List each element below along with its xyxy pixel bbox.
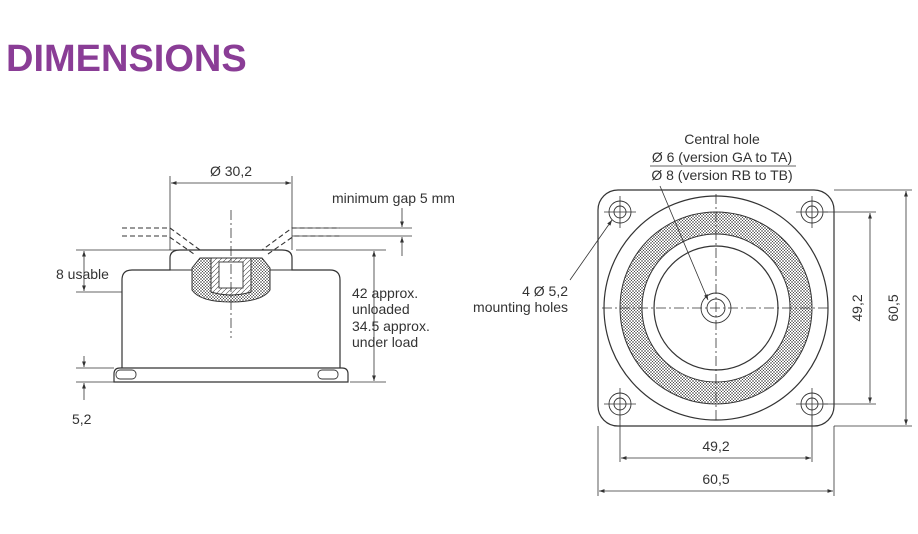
mounting-leader xyxy=(569,219,613,281)
base-foot-right xyxy=(317,369,339,380)
height-line-3: 34.5 approx. xyxy=(352,318,430,334)
page-title: DIMENSIONS xyxy=(6,38,247,80)
central-hole-leader xyxy=(659,185,709,301)
rubber-ring xyxy=(619,211,813,405)
mounting-hole-br xyxy=(796,388,828,420)
height-line-2: unloaded xyxy=(352,301,410,317)
inner-width-label: 49,2 xyxy=(702,438,729,454)
base-plate xyxy=(113,367,349,383)
mounting-line-2: mounting holes xyxy=(473,299,568,315)
flange-outline xyxy=(597,189,835,427)
mounting-hole-tr xyxy=(796,196,828,228)
inner-height-label: 49,2 xyxy=(849,294,865,321)
side-view: Ø 30,2 minimum gap 5 mm 8 usable 42 appr… xyxy=(56,163,455,427)
central-hole-line-1: Ø 6 (version GA to TA) xyxy=(652,149,792,165)
base-label: 5,2 xyxy=(72,411,92,427)
diameter-label: Ø 30,2 xyxy=(210,163,252,179)
mounting-hole-bl xyxy=(604,388,636,420)
top-view: Central hole Ø 6 (version GA to TA) Ø 8 … xyxy=(473,131,912,496)
height-line-4: under load xyxy=(352,334,418,350)
outer-height-label: 60,5 xyxy=(885,294,901,321)
mounting-hole-tl xyxy=(604,196,636,228)
central-hole-line-2: Ø 8 (version RB to TB) xyxy=(651,167,792,183)
gap-label: minimum gap 5 mm xyxy=(332,190,455,206)
outer-width-label: 60,5 xyxy=(702,471,729,487)
central-hole-title: Central hole xyxy=(684,131,760,147)
usable-label: 8 usable xyxy=(56,266,109,282)
height-line-1: 42 approx. xyxy=(352,285,418,301)
base-foot-left xyxy=(115,369,137,380)
mounting-line-1: 4 Ø 5,2 xyxy=(522,283,568,299)
